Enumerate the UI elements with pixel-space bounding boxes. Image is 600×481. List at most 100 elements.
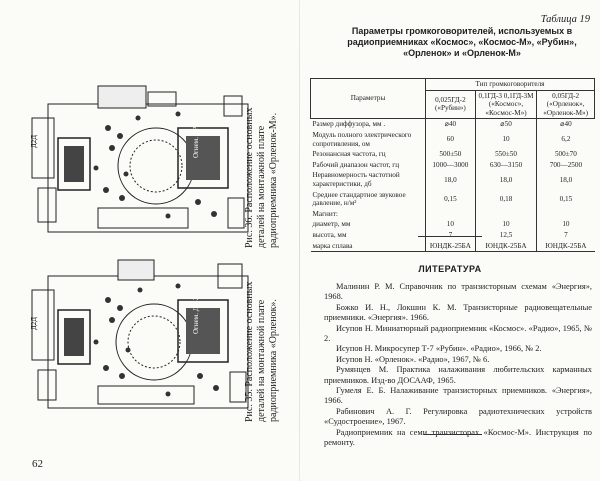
table-row-label: Рабочий диапазон частот, гц [312,160,400,169]
component-block [186,136,220,180]
component-block [177,127,229,189]
fig-label: Огнем. ДР-2 [192,296,200,334]
table-row-label: Модуль полного электрического сопротивле… [312,130,412,148]
speaker-circle [115,303,193,381]
table-row-label: Размер диффузора, мм . [312,120,386,129]
figure-35-circuit-board: Д2Д Огнем. ДР-2 [30,259,249,409]
table-cell: 0,15 [425,189,476,209]
literature-item: Гумеля Е. Б. Налаживание транзисторных п… [324,386,592,406]
table-row: Размер диффузора, мм .⌀40⌀50⌀40 [311,118,595,130]
table-number: Таблица 19 [540,14,590,25]
component-block [97,207,189,229]
literature-item: Рабинович А. Г. Регулировка радиотехниче… [324,406,592,427]
board-small-parts [93,283,219,397]
literature-heading: ЛИТЕРАТУРА [418,264,482,274]
figure-36-caption: Рис. 36. Расположение основных деталей н… [244,107,279,248]
board-small-parts [93,111,217,219]
table-row: Модуль полного электрического сопротивле… [311,129,595,150]
table-row-label: Среднее стандартное звуковое давление, н… [312,190,406,208]
left-page: Д2Д Огнем. ДР-2 Рис. 36. Расположение ос… [30,85,279,470]
table-cell [536,208,595,220]
literature-item: Исупов Н. «Орленок». «Радио», 1967, № 6. [336,354,490,364]
table-cell: 1000—3000 [425,159,476,171]
table-row-label: Резонансная частота, гц [312,150,386,159]
table-cell: 10 [425,219,476,230]
component-block [31,117,55,179]
table-cell: 7 [536,229,595,241]
speaker-circle [117,127,195,205]
table-cell [474,208,537,220]
table-row: Магнит: [311,208,595,220]
page-number: 62 [32,458,43,470]
table-cell: 500±70 [536,149,595,160]
table-cell [425,208,476,220]
table-cell: 0,15 [536,189,595,209]
component-block [37,369,57,401]
component-block [97,385,195,405]
speaker-circle [129,139,183,193]
table-cell: ⌀40 [536,118,595,130]
table-cell: ⌀50 [474,118,537,130]
table-cell: ЮНДК-25БА [425,240,476,253]
table-cell: 0,18 [474,189,537,209]
table-cell: 60 [425,129,476,150]
literature-item: Исупов Н. Миниатюрный радиоприемник «Кос… [324,323,592,344]
literature-list: Малинин Р. М. Справочник по транзисторны… [324,282,592,449]
table-group-header: Тип громкоговорителя [425,78,595,91]
table-cell: 7 [425,229,476,241]
literature-item: Божко И. Н., Локшин К. М. Транзисторные … [324,302,592,323]
table-cell: 10 [536,219,595,230]
component-block [37,187,57,223]
table-cell: 18,0 [474,170,537,190]
table-row-label: высота, мм [312,230,347,239]
table-cell: 700—2500 [536,159,595,171]
table-cell: 10 [474,219,537,230]
fig-label: Д2Д [30,135,38,148]
speaker-parameters-table: Параметры Тип громкоговорителя 0,025ГД-2… [310,77,595,253]
table-row-label: диаметр, мм [312,220,351,229]
table-row-label: Магнит: [312,209,338,218]
section-divider [424,434,482,435]
component-block [57,137,91,191]
fig-label: Огнем. ДР-2 [192,120,200,158]
table-row: Среднее стандартное звуковое давление, н… [311,189,595,209]
table-cell: ЮНДК-25БА [536,240,595,253]
table-cell: 6,2 [536,129,595,150]
component-block [57,309,91,365]
table-row-label: Неравномерность частотной характеристики… [312,171,400,188]
table-row-label: марка сплава [310,240,426,253]
literature-item: Малинин Р. М. Справочник по транзисторны… [324,282,592,302]
component-block [229,371,247,403]
table-cell: 630—3150 [474,159,537,171]
component-block [64,318,84,356]
fig-label: Д2Д [30,317,38,330]
component-block [117,259,155,281]
figure-35-caption: Рис. 35. Расположение основных деталей н… [244,281,279,422]
component-block [31,289,55,361]
table-row: Неравномерность частотной характеристики… [311,170,595,190]
table-cell: 18,0 [536,170,595,190]
table-column-header: 0,05ГД-2 («Орленок», «Орленок-М») [536,89,595,120]
table-row-header: Параметры [310,77,426,120]
component-block [217,263,243,289]
table-title: Параметры громкоговорителей, используемы… [347,26,577,58]
table-cell: 12,5 [474,229,537,241]
component-block [223,95,243,117]
table-cell: 10 [474,129,537,150]
right-page: Таблица 19 Параметры громкоговорителей, … [300,0,600,481]
table-column-header: 0,025ГД-2 («Рубин») [425,89,476,120]
component-block [64,146,84,182]
table-cell: ЮНДК-25БА [474,240,537,253]
table-cell: 18,0 [425,170,476,190]
component-block [186,308,220,354]
component-block [97,85,147,109]
section-divider [418,236,482,237]
table-cell: 550±50 [474,149,537,160]
speaker-circle [127,315,181,369]
book-gutter [299,0,300,481]
